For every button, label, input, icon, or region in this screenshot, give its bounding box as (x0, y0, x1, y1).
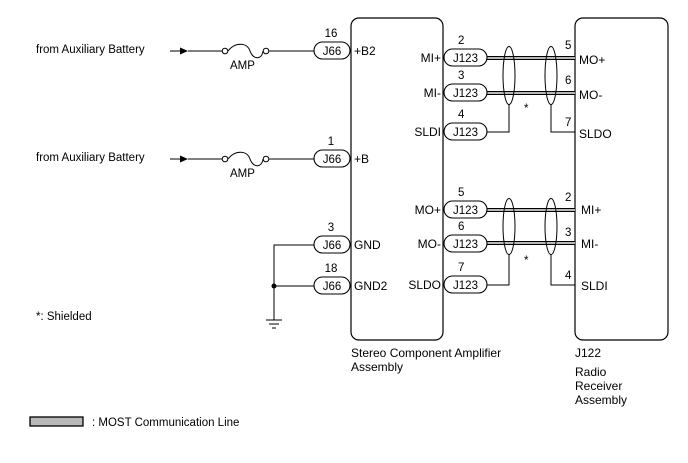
receiver-pin-number: 7 (565, 117, 571, 129)
b2-arrow-icon (170, 47, 188, 55)
pin-number: 6 (458, 221, 464, 233)
receiver-pin-number: 3 (565, 227, 571, 239)
signal-label: GND (354, 238, 381, 252)
connector-j66-16 (313, 41, 351, 60)
amplifier-name: Assembly (351, 360, 403, 374)
signal-label: GND2 (354, 279, 388, 293)
pin-number: 18 (325, 263, 338, 275)
connector-j123-4 (443, 122, 488, 141)
pin-number: 7 (458, 262, 464, 274)
shield-ellipse-right (544, 46, 558, 105)
pin-number: 4 (458, 109, 465, 121)
amplifier-box (350, 17, 444, 341)
b-fuse-icon (221, 151, 270, 167)
b-fuse-label: AMP (230, 168, 255, 180)
most-legend-swatch (29, 416, 84, 427)
shielded-note: *: Shielded (36, 311, 92, 323)
b2-fuse-label: AMP (230, 60, 255, 72)
connector-j66-3 (313, 235, 351, 254)
b-source-label: from Auxiliary Battery (36, 152, 145, 164)
pin-number: 3 (328, 222, 334, 234)
pin-number: 16 (325, 28, 338, 40)
receiver-signal-label: MO+ (579, 53, 605, 67)
connector-j123-5 (443, 200, 488, 219)
connector-label: J123 (453, 239, 478, 251)
connector-j123-3 (443, 83, 488, 102)
signal-label: SLDO (408, 278, 441, 292)
connector-j123-7 (443, 275, 488, 294)
signal-label: MI- (424, 86, 441, 100)
receiver-pin-number: 4 (565, 270, 572, 282)
receiver-pin-number: 6 (565, 75, 571, 87)
receiver-name: Receiver (575, 379, 622, 393)
connector-j123-2 (443, 48, 488, 67)
signal-label: MO+ (415, 203, 441, 217)
receiver-signal-label: SLDO (579, 127, 612, 141)
shield-drain-sldi (487, 104, 510, 133)
receiver-name: Radio (575, 365, 607, 379)
connector-label: J66 (323, 281, 342, 293)
connector-label: J123 (453, 53, 478, 65)
signal-label: +B (354, 152, 369, 166)
shield-ellipse-left (502, 198, 516, 255)
receiver-pin-number: 5 (565, 40, 571, 52)
connector-label: J123 (453, 280, 478, 292)
pin-number: 3 (458, 70, 464, 82)
receiver-connector-id: J122 (575, 346, 601, 360)
shield-drain-sldo (550, 104, 575, 133)
signal-label: +B2 (354, 44, 376, 58)
connector-label: J66 (323, 46, 342, 58)
signal-label: MO- (418, 237, 441, 251)
connector-label: J66 (323, 240, 342, 252)
shield-mark: * (524, 103, 529, 115)
pin-number: 2 (458, 35, 464, 47)
connector-label: J123 (453, 127, 478, 139)
b-arrow-icon (170, 155, 188, 163)
signal-label: SLDI (414, 125, 441, 139)
shield-drain-sldi (550, 254, 575, 286)
connector-label: J123 (453, 88, 478, 100)
receiver-signal-label: MO- (579, 88, 602, 102)
receiver-signal-label: SLDI (581, 279, 608, 293)
amplifier-name: Stereo Component Amplifier (351, 346, 501, 360)
most-legend-label: : MOST Communication Line (92, 417, 239, 429)
receiver-signal-label: MI- (581, 237, 598, 251)
connector-label: J123 (453, 205, 478, 217)
shield-ellipse-left (502, 46, 516, 105)
b2-source-label: from Auxiliary Battery (36, 44, 145, 56)
receiver-box (574, 17, 669, 341)
pin-number: 5 (458, 187, 464, 199)
ground-wire (273, 244, 314, 320)
pin-number: 1 (328, 136, 334, 148)
shield-mark: * (524, 255, 529, 267)
ground-icon (266, 319, 282, 329)
connector-j66-1 (313, 149, 351, 168)
connector-label: J66 (323, 154, 342, 166)
receiver-pin-number: 2 (565, 192, 571, 204)
connector-j123-6 (443, 234, 488, 253)
shield-drain-sldo (487, 254, 510, 286)
connector-j66-18 (313, 276, 351, 295)
b2-fuse-icon (221, 43, 270, 59)
junction-dot (271, 283, 277, 289)
shield-ellipse-right (544, 198, 558, 255)
receiver-signal-label: MI+ (581, 203, 601, 217)
signal-label: MI+ (421, 51, 441, 65)
receiver-name: Assembly (575, 393, 627, 407)
